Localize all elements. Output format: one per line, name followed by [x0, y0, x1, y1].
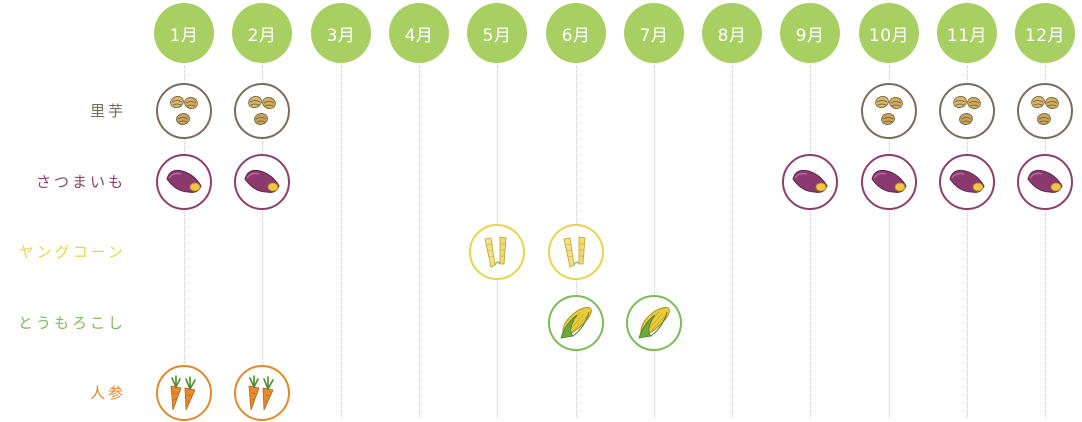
month-guide-line [419, 66, 420, 418]
harvest-cell [1017, 83, 1073, 139]
carrot-icon [248, 375, 274, 411]
month-guide-line [732, 66, 733, 418]
month-header-5: 5月 [467, 3, 527, 63]
sweet-potato-icon [1027, 169, 1063, 193]
month-header-8: 8月 [702, 3, 762, 63]
crop-label: 人参 [89, 384, 126, 402]
month-header-10: 10月 [859, 3, 919, 63]
sweet-potato-icon [949, 169, 985, 193]
crop-label: ヤングコーン [18, 243, 126, 261]
month-header-11: 11月 [937, 3, 997, 63]
taro-icon [170, 95, 198, 125]
harvest-cell [939, 154, 995, 210]
harvest-cell [234, 83, 290, 139]
harvest-cell [234, 154, 290, 210]
sweet-potato-icon [792, 169, 828, 193]
taro-icon [1031, 95, 1059, 125]
month-guide-line [889, 66, 890, 418]
harvest-cell [939, 83, 995, 139]
carrot-icon [170, 375, 196, 411]
taro-icon [875, 95, 903, 125]
crop-label: 里芋 [89, 102, 126, 120]
corn-icon [638, 306, 670, 339]
sweet-potato-icon [871, 169, 907, 193]
harvest-cell [469, 224, 525, 280]
harvest-cell [1017, 154, 1073, 210]
harvest-cell [156, 365, 212, 421]
harvest-cell [156, 83, 212, 139]
month-header-6: 6月 [546, 3, 606, 63]
corn-icon [560, 306, 592, 339]
harvest-cell [626, 295, 682, 351]
sweet-potato-icon [166, 169, 202, 193]
harvest-cell [156, 154, 212, 210]
taro-icon [953, 95, 981, 125]
month-header-3: 3月 [311, 3, 371, 63]
month-guide-line [810, 66, 811, 418]
month-header-2: 2月 [232, 3, 292, 63]
month-header-1: 1月 [154, 3, 214, 63]
harvest-cell [548, 295, 604, 351]
month-guide-line [262, 66, 263, 418]
month-guide-line [654, 66, 655, 418]
harvest-cell [861, 83, 917, 139]
crop-label: さつまいも [35, 173, 126, 191]
harvest-cell [782, 154, 838, 210]
month-header-9: 9月 [780, 3, 840, 63]
harvest-cell [548, 224, 604, 280]
month-header-7: 7月 [624, 3, 684, 63]
baby-corn-icon [484, 236, 507, 268]
month-guide-line [341, 66, 342, 418]
taro-icon [248, 95, 276, 125]
month-guide-line [184, 66, 185, 418]
month-header-12: 12月 [1015, 3, 1075, 63]
month-guide-line [1045, 66, 1046, 418]
harvest-cell [861, 154, 917, 210]
harvest-cell [234, 365, 290, 421]
month-guide-line [967, 66, 968, 418]
sweet-potato-icon [244, 169, 280, 193]
month-header-4: 4月 [389, 3, 449, 63]
crop-label: とうもろこし [17, 314, 126, 332]
baby-corn-icon [563, 236, 586, 268]
